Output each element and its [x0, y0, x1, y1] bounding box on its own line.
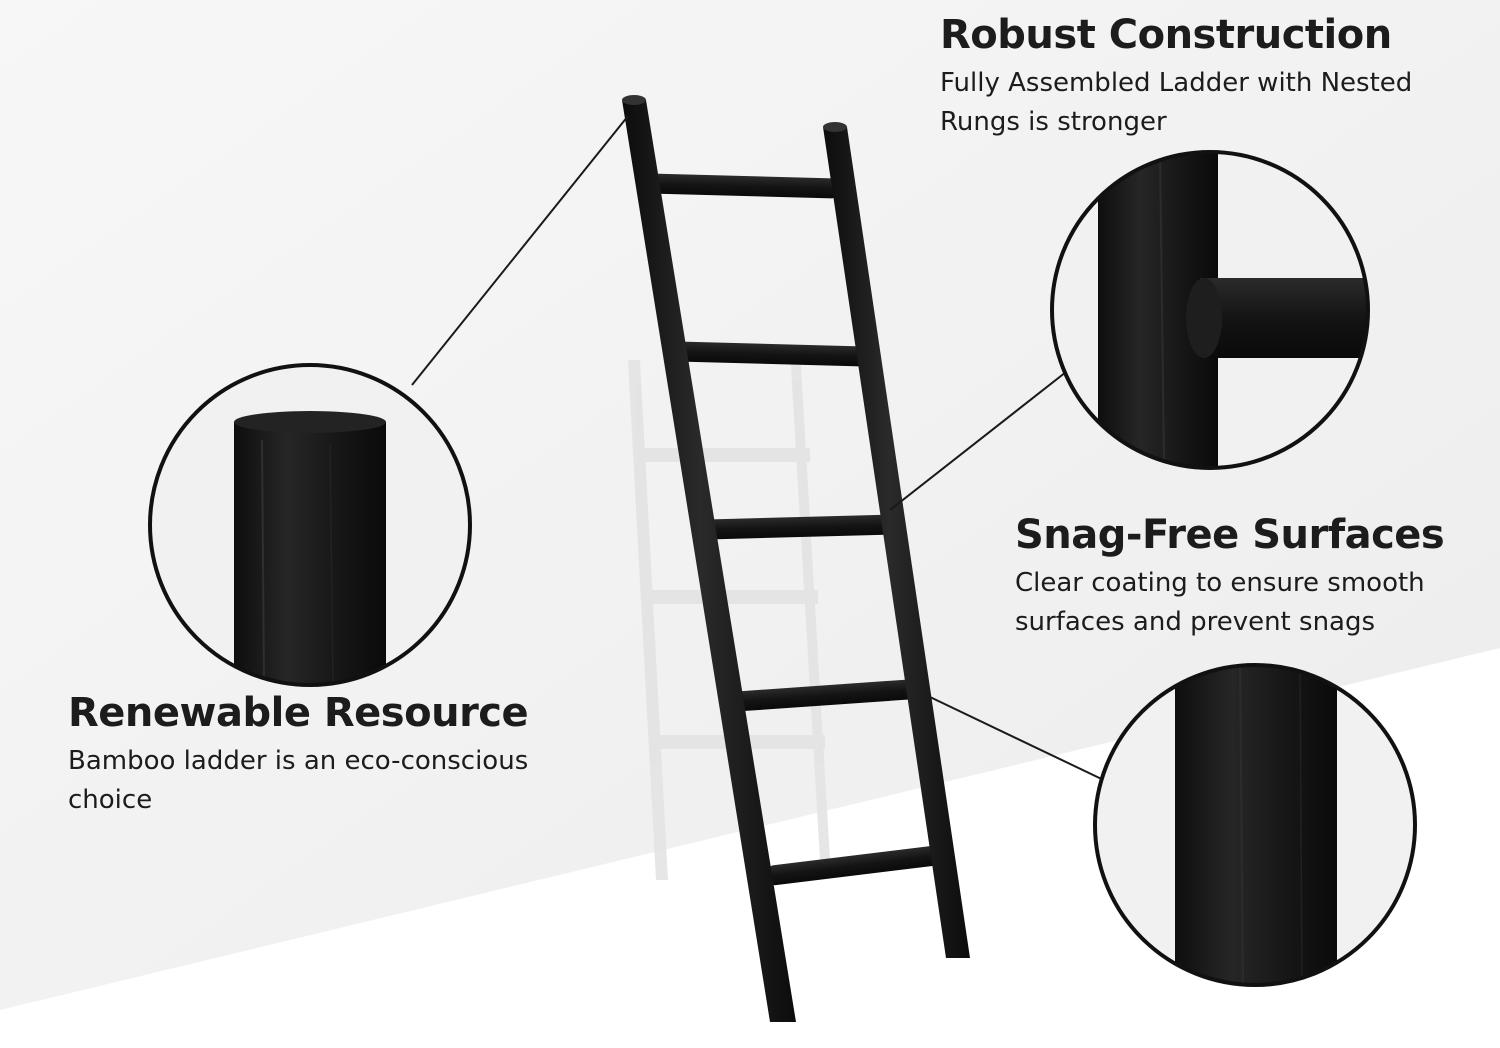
callout-lines	[411, 115, 1113, 785]
feature-title: Renewable Resource	[68, 690, 529, 736]
zoom-circle-robust	[1050, 150, 1370, 470]
callout-line-renewable	[411, 115, 629, 386]
zoom-circle-renewable	[148, 363, 472, 687]
feature-renewable-resource: Renewable Resource Bamboo ladder is an e…	[68, 690, 608, 820]
feature-snag-free-surfaces: Snag-Free Surfaces Clear coating to ensu…	[1015, 512, 1485, 642]
feature-description: Bamboo ladder is an eco-conscious choice	[68, 746, 529, 815]
feature-robust-construction: Robust Construction Fully Assembled Ladd…	[940, 12, 1485, 142]
feature-description: Fully Assembled Ladder with Nested Rungs…	[940, 68, 1413, 137]
ladder-rung	[705, 514, 897, 540]
ladder-rung	[675, 341, 867, 367]
callout-line-snag	[929, 696, 1113, 785]
ladder-rung	[734, 678, 926, 712]
ladder-rung	[768, 844, 948, 886]
ladder-rung	[647, 173, 839, 199]
ladder-right-rail	[823, 127, 970, 958]
feature-title: Snag-Free Surfaces	[1015, 512, 1445, 558]
callout-line-robust	[889, 371, 1067, 511]
ladder	[622, 95, 970, 1022]
feature-description: Clear coating to ensure smooth surfaces …	[1015, 568, 1425, 637]
ladder-left-rail	[622, 100, 796, 1022]
feature-title: Robust Construction	[940, 12, 1392, 58]
zoom-circle-snag-free	[1093, 663, 1417, 987]
